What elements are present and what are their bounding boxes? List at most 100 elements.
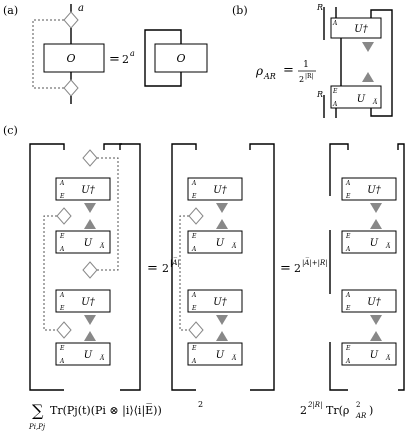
trace-loop xyxy=(144,29,182,87)
port-E: E xyxy=(345,345,351,352)
triangle-down xyxy=(362,42,374,52)
caption-left: ∑ Pi,Pj Tr(Pj(t)(Pi ⊗ |i⟩⟨i|E̅)) 2 xyxy=(28,400,203,431)
operator-label-O: O xyxy=(66,52,75,65)
panel-b: (b) ρ AR = 1 2 |R| R R A U† E U A̅ A xyxy=(232,3,393,118)
projector-diamond xyxy=(188,321,204,339)
u-dagger-label: U† xyxy=(213,185,227,196)
wire-outer-loop xyxy=(370,9,393,117)
port-Abar: A̅ xyxy=(99,242,105,250)
fraction-denominator: 2 xyxy=(299,75,304,84)
projector-diamond xyxy=(82,261,98,279)
projector-diamond xyxy=(63,79,79,97)
projector-diamond xyxy=(63,11,79,29)
u-dagger-box xyxy=(341,289,397,313)
port-E: E xyxy=(191,345,197,352)
u-dagger-label: U† xyxy=(367,297,381,308)
u-dagger-box xyxy=(187,289,243,313)
triangle-up xyxy=(84,219,96,229)
caption-exp: 2|R| xyxy=(307,401,322,409)
u-label: U xyxy=(357,94,366,105)
port-A: A xyxy=(59,180,65,187)
equals-sign: = xyxy=(283,63,294,78)
triangle-up xyxy=(370,219,382,229)
port-Abar: A̅ xyxy=(385,354,391,362)
port-E: E xyxy=(345,305,351,312)
panel-a-label: (a) xyxy=(3,4,18,17)
unit-cell: A E U† E A U A̅ xyxy=(55,177,111,254)
outer-loop-left xyxy=(29,143,65,391)
port-Abar: A̅ xyxy=(231,354,237,362)
projector-diamond xyxy=(56,207,72,225)
factor-exponent-abar: |A̅| xyxy=(170,258,180,267)
u-dagger-box xyxy=(341,177,397,201)
projector-diamond xyxy=(188,207,204,225)
caption-square: 2 xyxy=(198,400,203,409)
triangle-down xyxy=(84,203,96,213)
u-dagger-label: U† xyxy=(213,297,227,308)
caption-trace: Tr(Pj(t)(Pi ⊗ |i⟩⟨i|E̅)) xyxy=(50,403,162,418)
port-A: A xyxy=(59,246,65,253)
projector-diamond xyxy=(82,149,98,167)
port-A: A xyxy=(345,358,351,365)
port-E: E xyxy=(191,193,197,200)
factor-exponent-abar-r: |A̅|+|R| xyxy=(302,258,328,267)
u-dagger-label: U† xyxy=(81,297,95,308)
port-Abar: A̅ xyxy=(99,354,105,362)
caption-close: ) xyxy=(369,404,373,417)
u-dagger-box xyxy=(330,17,382,39)
fraction-numerator: 1 xyxy=(303,60,309,70)
port-Abar: A̅ xyxy=(372,98,378,106)
label-R-bottom: R xyxy=(316,90,323,99)
port-E: E xyxy=(59,345,65,352)
u-box xyxy=(55,230,111,254)
caption-right: 2 2|R| Tr(ρ 2 AR ) xyxy=(300,401,373,420)
triangle-up xyxy=(216,331,228,341)
u-dagger-label: U† xyxy=(354,24,368,35)
u-dagger-box xyxy=(187,177,243,201)
equals-sign: = xyxy=(147,261,158,276)
port-E: E xyxy=(59,305,65,312)
port-E: E xyxy=(345,233,351,240)
wire-R-loop xyxy=(329,143,349,196)
u-box xyxy=(55,342,111,366)
triangle-down xyxy=(216,315,228,325)
u-box xyxy=(187,230,243,254)
port-Abar: A̅ xyxy=(385,242,391,250)
wire-top-right xyxy=(103,143,122,150)
dotted-trace xyxy=(179,215,189,331)
u-label: U xyxy=(84,238,93,249)
outer-loop-right xyxy=(249,143,275,391)
wire-label-a: a xyxy=(78,3,84,14)
unit-cell: A E U† E A U A̅ xyxy=(187,289,243,366)
u-label: U xyxy=(216,350,225,361)
unit-cell: A E U† E A U A̅ xyxy=(187,177,243,254)
caption-two: 2 xyxy=(300,404,307,417)
unit-cell: A E U† E A U A̅ xyxy=(55,289,111,366)
wire-R-loop xyxy=(329,342,348,391)
triangle-up xyxy=(362,72,374,82)
port-A: A xyxy=(191,246,197,253)
u-label: U xyxy=(370,238,379,249)
panel-a: (a) a O = 2 a O xyxy=(3,3,208,104)
u-dagger-label: U† xyxy=(81,185,95,196)
triangle-down xyxy=(84,315,96,325)
caption-sum: ∑ xyxy=(32,401,44,420)
port-A: A xyxy=(191,358,197,365)
fraction-denominator-exp: |R| xyxy=(305,73,314,80)
u-label: U xyxy=(84,350,93,361)
u-box xyxy=(187,342,243,366)
u-label: U xyxy=(370,350,379,361)
label-R-top: R xyxy=(316,3,323,12)
triangle-up xyxy=(370,331,382,341)
port-Abar: A̅ xyxy=(231,242,237,250)
operator-label-O: O xyxy=(176,52,185,65)
port-A: A xyxy=(191,180,197,187)
dotted-trace xyxy=(97,157,119,271)
caption-rho-sq: 2 xyxy=(356,401,360,409)
outer-loop-right xyxy=(119,143,141,391)
unit-cell: A E U† E A U A̅ xyxy=(341,289,397,366)
projector-diamond xyxy=(56,321,72,339)
port-E: E xyxy=(191,233,197,240)
u-dagger-box xyxy=(55,177,111,201)
